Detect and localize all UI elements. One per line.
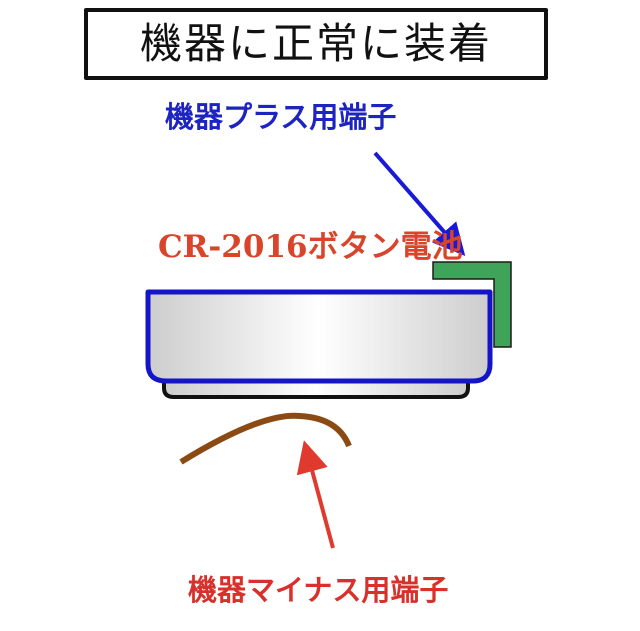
minus-terminal bbox=[179, 412, 352, 465]
title-text: 機器に正常に装着 bbox=[139, 19, 492, 68]
title-box: 機器に正常に装着 bbox=[84, 8, 548, 80]
plus-terminal-label: 機器プラス用端子 bbox=[165, 100, 397, 134]
plus-terminal bbox=[432, 261, 512, 348]
plus-arrow bbox=[373, 151, 466, 257]
minus-terminal-label: 機器マイナス用端子 bbox=[188, 573, 449, 607]
battery-body bbox=[145, 289, 493, 384]
minus-arrow bbox=[296, 440, 335, 549]
battery-label: CR-2016ボタン電池 bbox=[158, 229, 463, 265]
